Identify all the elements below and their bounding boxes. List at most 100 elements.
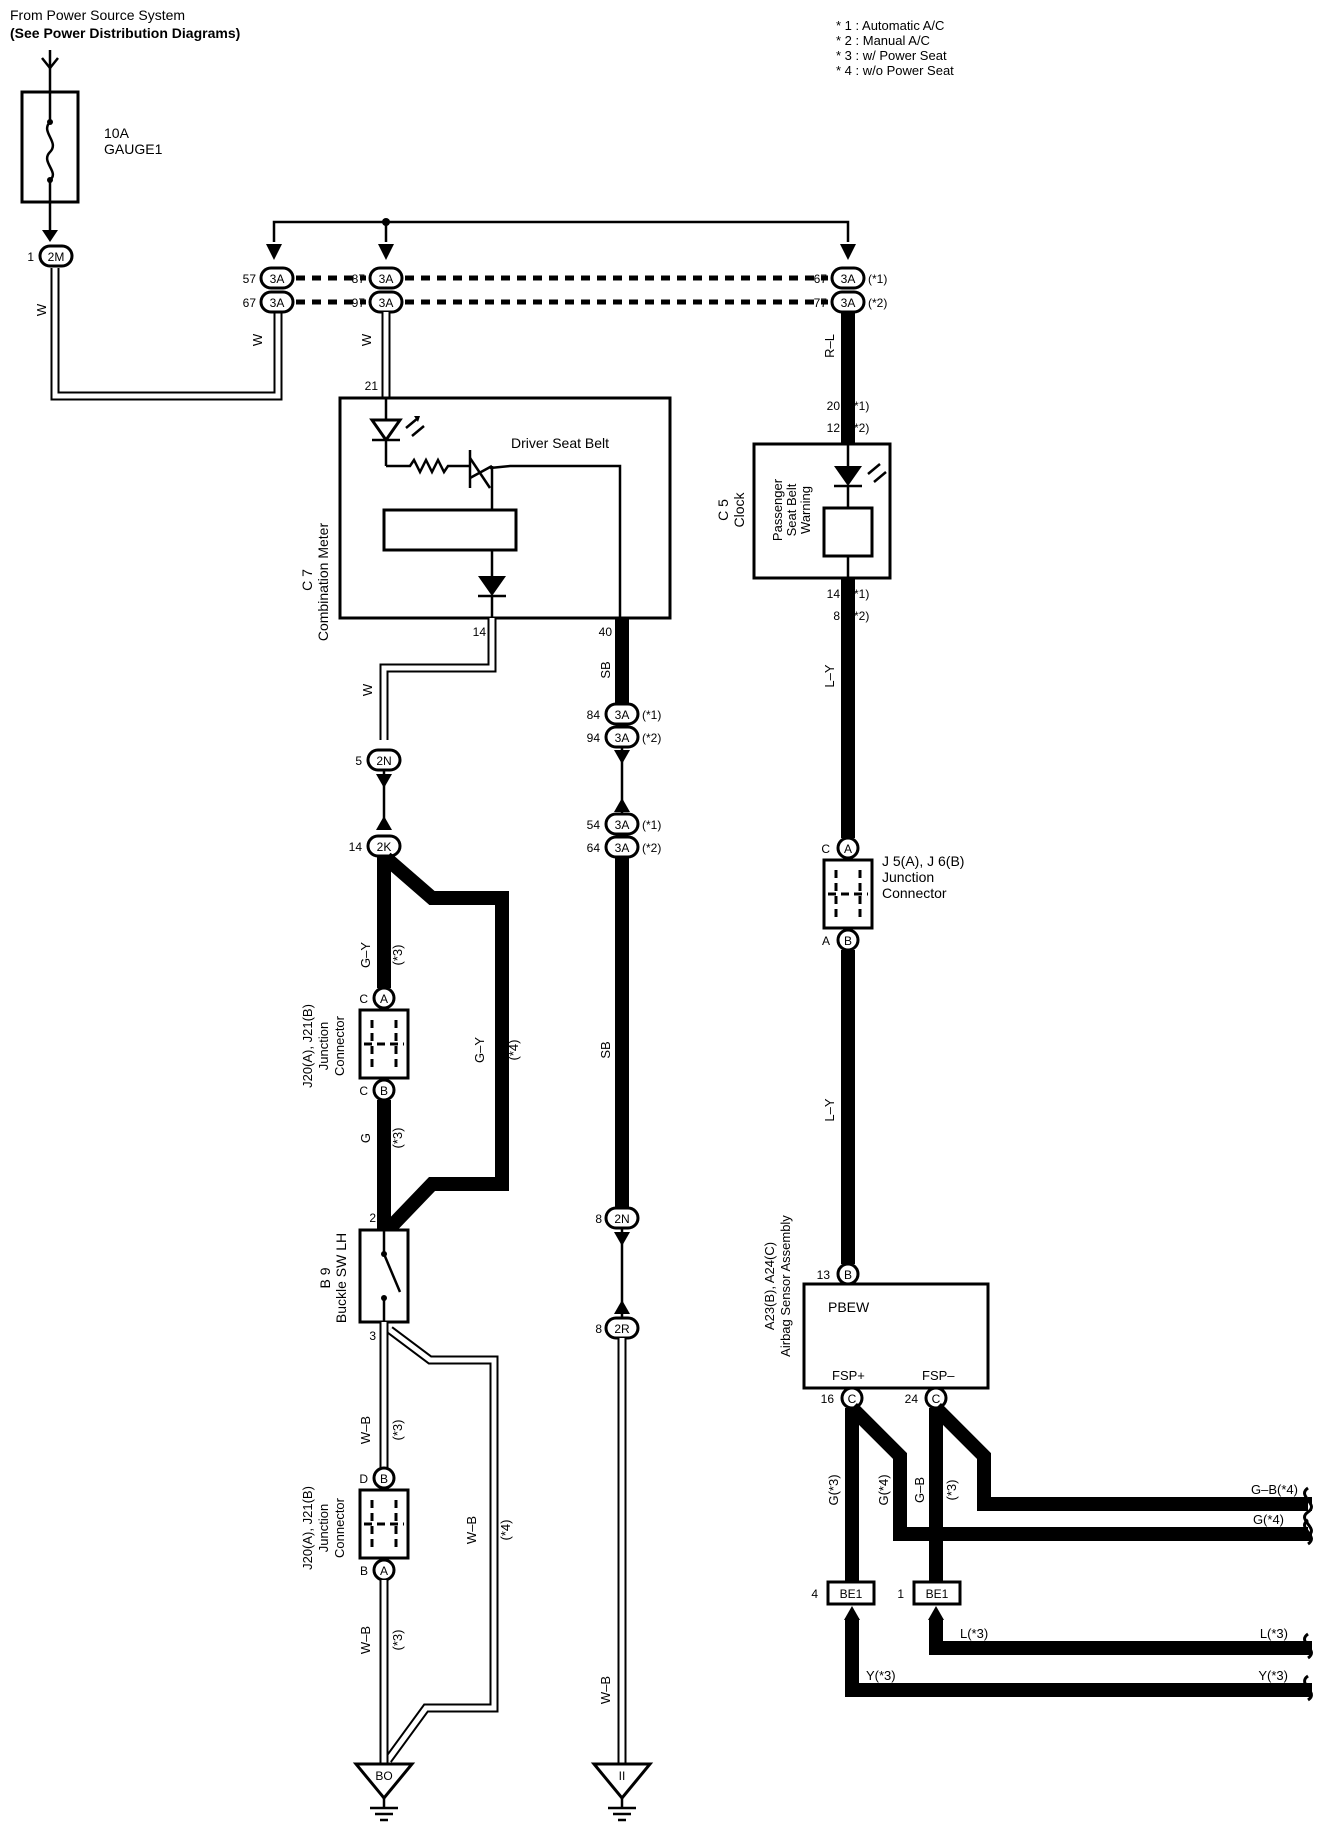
fuse-rating: 10A — [104, 125, 130, 141]
wire-sb-a: SB — [598, 661, 613, 678]
svg-text:64: 64 — [587, 841, 601, 855]
wire-rl: R–L — [822, 334, 837, 358]
svg-text:4: 4 — [811, 1587, 818, 1601]
wire-sb-b: SB — [598, 1041, 613, 1058]
note-3: * 3 : w/ Power Seat — [836, 48, 947, 63]
svg-text:14: 14 — [827, 587, 841, 601]
meter-name: Combination Meter — [315, 523, 331, 642]
svg-text:A: A — [822, 934, 830, 948]
wire-ly-b: L–Y — [822, 1098, 837, 1121]
pin-21: 21 — [365, 379, 379, 393]
svg-text:C: C — [932, 1392, 941, 1406]
connector-be1-pin1: BE1 1 — [897, 1580, 962, 1606]
buckle-name: Buckle SW LH — [333, 1233, 349, 1323]
svg-text:2R: 2R — [614, 1322, 630, 1336]
ground-ii-label: II — [619, 1769, 626, 1783]
connector-3a-top-mid: 3A 3A 87 97 — [352, 266, 404, 314]
svg-text:C: C — [359, 992, 368, 1006]
connector-3a-top-right: 3A 3A 67 77 (*1) (*2) — [814, 266, 887, 314]
svg-text:94: 94 — [587, 731, 601, 745]
clock — [752, 442, 892, 580]
meter-id: C 7 — [299, 569, 315, 591]
svg-text:BE1: BE1 — [926, 1587, 949, 1601]
driver-seat-belt-label: Driver Seat Belt — [511, 435, 609, 451]
svg-text:8: 8 — [833, 609, 840, 623]
svg-text:2N: 2N — [614, 1212, 629, 1226]
jc-left-lower-id: J20(A), J21(B) — [300, 1486, 315, 1570]
note-1: * 1 : Automatic A/C — [836, 18, 944, 33]
pin-14-meter: 14 — [473, 625, 487, 639]
svg-text:84: 84 — [587, 708, 601, 722]
svg-text:Seat Belt: Seat Belt — [784, 483, 799, 536]
svg-text:B: B — [380, 1472, 388, 1486]
svg-text:8: 8 — [595, 1212, 602, 1226]
svg-text:Connector: Connector — [332, 1497, 347, 1558]
wire-y3-b: Y(*3) — [1258, 1668, 1288, 1683]
wire-g4-v: G(*4) — [876, 1474, 891, 1505]
svg-text:B: B — [380, 1084, 388, 1098]
svg-text:(*3): (*3) — [390, 945, 405, 966]
svg-text:BE1: BE1 — [840, 1587, 863, 1601]
svg-text:3A: 3A — [615, 708, 630, 722]
connector-be1-pin4: BE1 4 — [811, 1580, 876, 1606]
svg-text:(*2): (*2) — [642, 841, 661, 855]
svg-text:13: 13 — [817, 1268, 831, 1282]
clock-id: C 5 — [715, 499, 731, 521]
svg-text:C: C — [821, 842, 830, 856]
wire-wb-a: W–B — [358, 1416, 373, 1444]
svg-text:Warning: Warning — [798, 486, 813, 534]
wire-l3-a: L(*3) — [960, 1626, 988, 1641]
wire-w-d: W — [360, 683, 375, 696]
svg-text:14: 14 — [349, 840, 363, 854]
svg-text:(*1): (*1) — [642, 818, 661, 832]
svg-text:8: 8 — [595, 1322, 602, 1336]
svg-text:(*1): (*1) — [642, 708, 661, 722]
svg-text:C: C — [848, 1392, 857, 1406]
svg-text:12: 12 — [827, 421, 841, 435]
svg-text:3A: 3A — [841, 296, 856, 310]
wire-w-c: W — [359, 333, 374, 346]
fsp-minus-label: FSP– — [922, 1368, 955, 1383]
svg-text:C: C — [359, 1084, 368, 1098]
svg-text:(*3): (*3) — [390, 1630, 405, 1651]
svg-text:Junction: Junction — [882, 869, 934, 885]
svg-text:(*4): (*4) — [506, 1040, 521, 1061]
wire-g4: G(*4) — [1253, 1512, 1284, 1527]
ground-ii — [590, 1762, 654, 1822]
svg-text:B: B — [844, 934, 852, 948]
continuation-breaks — [1303, 1486, 1313, 1702]
svg-text:Connector: Connector — [882, 885, 947, 901]
svg-text:(*2): (*2) — [850, 421, 869, 435]
svg-text:1: 1 — [897, 1587, 904, 1601]
svg-text:3: 3 — [369, 1329, 376, 1343]
junction-connector-j20-j21-lower: B D A B — [358, 1466, 410, 1582]
svg-text:3A: 3A — [615, 841, 630, 855]
variant-notes: * 1 : Automatic A/C * 2 : Manual A/C * 3… — [836, 18, 954, 78]
svg-text:3A: 3A — [379, 296, 394, 310]
svg-text:(*3): (*3) — [390, 1128, 405, 1149]
ground-bo-label: BO — [375, 1769, 392, 1783]
svg-text:5: 5 — [355, 754, 362, 768]
wire-g: G — [358, 1133, 373, 1143]
wire-w-b: W — [250, 333, 265, 346]
svg-text:A: A — [380, 1564, 388, 1578]
svg-text:(*1): (*1) — [850, 399, 869, 413]
connector-3a-mid-b: 3A 3A 54 64 (*1) (*2) — [587, 812, 661, 859]
jc-left-upper-id: J20(A), J21(B) — [300, 1004, 315, 1088]
wire-wb-d: W–B — [598, 1676, 613, 1704]
svg-text:3A: 3A — [615, 731, 630, 745]
svg-text:(*1): (*1) — [868, 272, 887, 286]
connector-2m-label: 2M — [48, 250, 65, 264]
svg-text:57: 57 — [243, 272, 257, 286]
wire-gy-b: G–Y — [472, 1037, 487, 1063]
wire-w-a: W — [34, 303, 49, 316]
airbag-name: Airbag Sensor Assembly — [778, 1215, 793, 1357]
wire-l3-b: L(*3) — [1260, 1626, 1288, 1641]
svg-text:Junction: Junction — [316, 1504, 331, 1552]
note-2: * 2 : Manual A/C — [836, 33, 930, 48]
svg-text:20: 20 — [827, 399, 841, 413]
svg-text:3A: 3A — [615, 818, 630, 832]
svg-text:2K: 2K — [377, 840, 392, 854]
connector-3a-top-left: 3A 3A 57 67 — [243, 266, 295, 314]
